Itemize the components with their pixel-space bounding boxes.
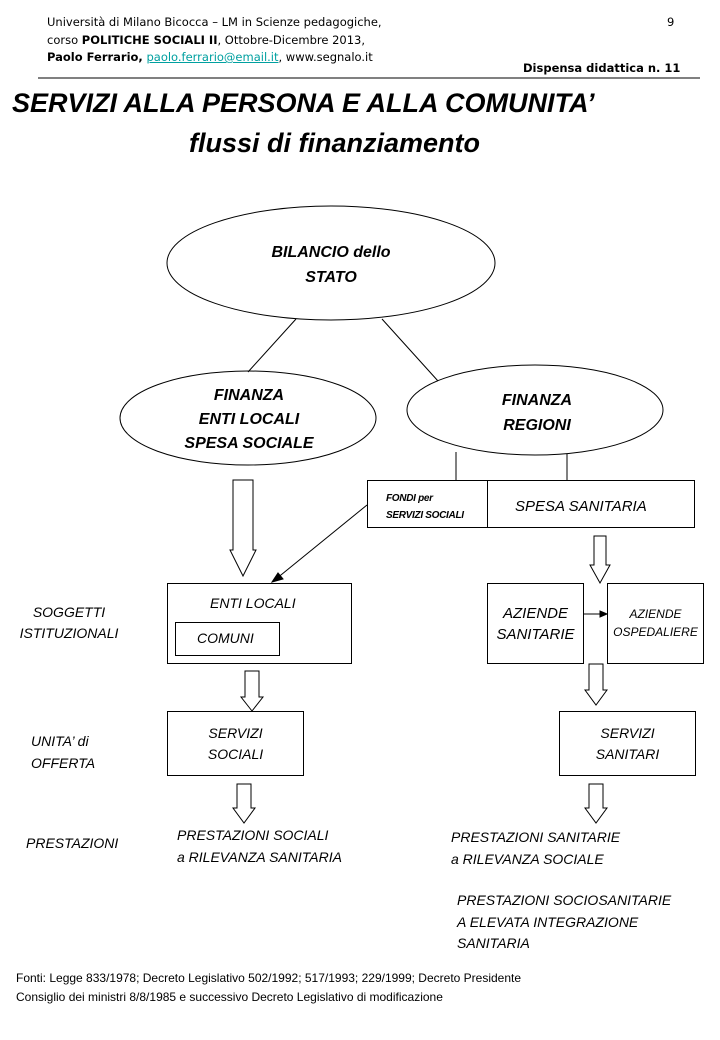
connector-line [381,318,439,382]
finanza-enti-locali-ellipse [119,370,377,466]
bilancio-ellipse [166,205,496,321]
hollow-arrow-down-icon [232,783,256,824]
aziende-ospedaliere-box [607,583,704,664]
dispensa-label: Dispensa didattica n. 11 [523,61,681,75]
arrowhead-icon [270,572,284,583]
page-title: SERVIZI ALLA PERSONA E ALLA COMUNITA’ [12,88,595,118]
page-number: 9 [667,15,675,29]
row-label-prestazioni: PRESTAZIONI [26,835,119,851]
header-line-3: Paolo Ferrario, paolo.ferrario@email.it,… [47,50,373,64]
comuni-box [175,622,280,656]
arrowhead-icon [599,610,609,618]
diagonal-arrow [275,504,368,580]
enti-locali-box [167,583,352,664]
course-period: , Ottobre-Dicembre 2013, [217,33,366,47]
aziende-sanitarie-box [487,583,584,664]
hollow-arrow-down-icon [239,670,265,712]
servizi-sanitari-box [559,711,696,776]
author-name: Paolo Ferrario, [47,50,143,64]
hollow-arrow-down-icon [229,479,257,578]
hollow-arrow-down-icon [584,663,608,706]
fonti-line-2: Consiglio dei ministri 8/8/1985 e succes… [16,990,443,1004]
header-line-1: Università di Milano Bicocca – LM in Sci… [47,15,382,29]
email-link[interactable]: paolo.ferrario@email.it [146,50,279,64]
hollow-arrow-down-icon [589,535,611,585]
regioni-spesa-box [367,480,695,528]
hollow-arrow-down-icon [584,783,608,824]
spesa-sanitaria-label: SPESA SANITARIA [515,498,647,515]
connector-line [247,318,297,373]
comuni-label: COMUNI [197,630,254,646]
course-prefix: corso [47,33,82,47]
servizi-sociali-box [167,711,304,776]
course-name: POLITICHE SOCIALI II [81,33,218,47]
page-subtitle: flussi di finanziamento [189,128,481,158]
fonti-line-1: Fonti: Legge 833/1978; Decreto Legislati… [16,971,522,985]
header-line-2: corso POLITICHE SOCIALI II, Ottobre-Dice… [47,33,365,47]
website: , www.segnalo.it [278,50,373,64]
enti-locali-label: ENTI LOCALI [210,595,296,611]
finanza-regioni-ellipse [406,364,664,456]
